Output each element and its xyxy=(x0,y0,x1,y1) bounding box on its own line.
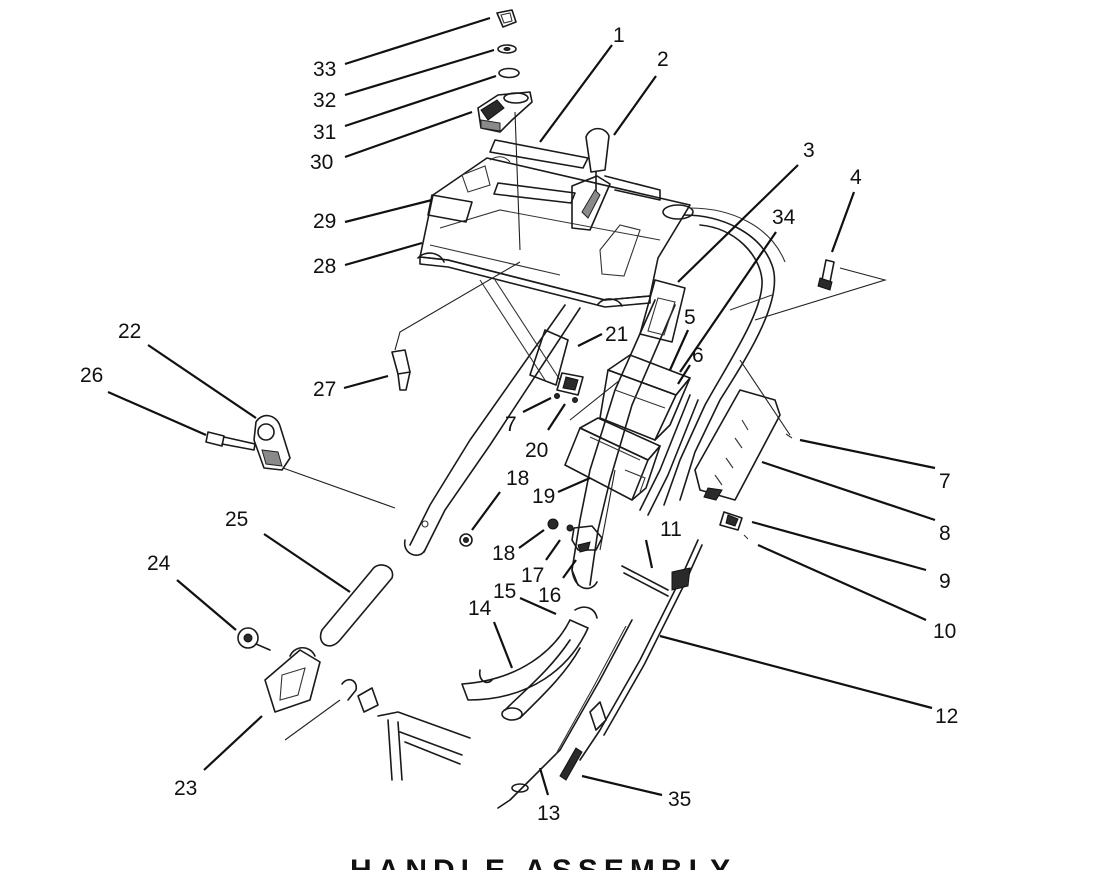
part-1-decal xyxy=(489,139,589,204)
callout-32: 32 xyxy=(313,89,336,112)
callout-7a: 7 xyxy=(505,413,517,436)
callout-4: 4 xyxy=(850,166,862,189)
part-33-cap xyxy=(496,9,517,28)
part-4-bolt xyxy=(817,259,835,291)
callout-18b: 18 xyxy=(492,542,515,565)
footer-title: HANDLE ASSEMBLY xyxy=(350,856,750,870)
part-18-nut-a xyxy=(547,518,559,530)
callout-7b: 7 xyxy=(939,470,951,493)
callout-12: 12 xyxy=(935,705,958,728)
part-20-clip xyxy=(556,372,584,396)
callout-18a: 18 xyxy=(506,467,529,490)
part-24-knob xyxy=(237,627,271,651)
callout-labels: 33 32 31 30 1 2 3 4 34 29 28 5 21 6 22 2… xyxy=(80,24,958,825)
part-28-control-panel xyxy=(417,156,694,308)
part-35-spring xyxy=(559,747,583,781)
part-3-plate xyxy=(639,279,686,343)
callout-17: 17 xyxy=(521,564,544,587)
part-32-washer xyxy=(497,44,517,54)
callout-27: 27 xyxy=(313,378,336,401)
part-17-washer xyxy=(566,524,574,532)
part-31-ring xyxy=(498,67,520,79)
part-7-screw-a xyxy=(554,393,578,403)
callout-6: 6 xyxy=(692,344,704,367)
part-12-cable xyxy=(579,539,703,761)
callout-33: 33 xyxy=(313,58,336,81)
part-15-clip xyxy=(574,606,598,619)
part-9-latch xyxy=(719,511,743,531)
callout-14: 14 xyxy=(468,597,492,620)
callout-34: 34 xyxy=(772,206,796,229)
upper-handle-tube xyxy=(571,207,786,590)
part-30-bracket xyxy=(477,91,533,133)
callout-24: 24 xyxy=(147,552,171,575)
part-29-decal-plate xyxy=(427,194,473,223)
part-25-grip xyxy=(319,564,394,647)
part-26-bolt xyxy=(205,431,256,451)
callout-22: 22 xyxy=(118,320,141,343)
part-13-cable xyxy=(497,619,633,809)
callout-5: 5 xyxy=(684,306,696,329)
leader-lines xyxy=(107,16,936,797)
callout-8: 8 xyxy=(939,522,951,545)
callout-20: 20 xyxy=(525,439,548,462)
lower-left-tube xyxy=(403,279,581,556)
callout-28: 28 xyxy=(313,255,336,278)
callout-21: 21 xyxy=(605,323,628,346)
callout-16: 16 xyxy=(538,584,561,607)
assembly-lines xyxy=(282,111,887,551)
part-8-cover xyxy=(694,389,781,501)
callout-29: 29 xyxy=(313,210,336,233)
callout-2: 2 xyxy=(657,48,669,71)
part-16-block xyxy=(571,525,603,553)
callout-31: 31 xyxy=(313,121,336,144)
callout-9: 9 xyxy=(939,570,951,593)
part-6-control-box xyxy=(599,354,691,441)
part-18-nut-b xyxy=(459,533,473,547)
part-27-fitting xyxy=(391,349,411,391)
callout-19: 19 xyxy=(532,485,555,508)
part-21-bracket xyxy=(529,329,569,386)
part-10-pin xyxy=(743,534,749,540)
callout-1: 1 xyxy=(613,24,625,47)
part-34-rod xyxy=(639,394,699,516)
part-14-bail-handle xyxy=(461,619,589,721)
lower-frame xyxy=(284,699,471,781)
callout-10: 10 xyxy=(933,620,956,643)
callout-15: 15 xyxy=(493,580,516,603)
callout-11: 11 xyxy=(660,518,682,541)
callout-26: 26 xyxy=(80,364,103,387)
part-2-shift-lever xyxy=(571,127,661,231)
part-22-pivot-bracket xyxy=(253,414,291,471)
callout-23: 23 xyxy=(174,777,197,800)
callout-30: 30 xyxy=(310,151,333,174)
callout-13: 13 xyxy=(537,802,560,825)
callout-3: 3 xyxy=(803,139,815,162)
part-19-housing xyxy=(564,417,661,501)
callout-35: 35 xyxy=(668,788,691,811)
part-11-bolt xyxy=(621,565,669,597)
callout-25: 25 xyxy=(225,508,248,531)
footer-title-text: HANDLE ASSEMBLY xyxy=(350,856,750,870)
part-23-housing xyxy=(264,646,379,713)
part-7-screw-b xyxy=(785,433,793,439)
